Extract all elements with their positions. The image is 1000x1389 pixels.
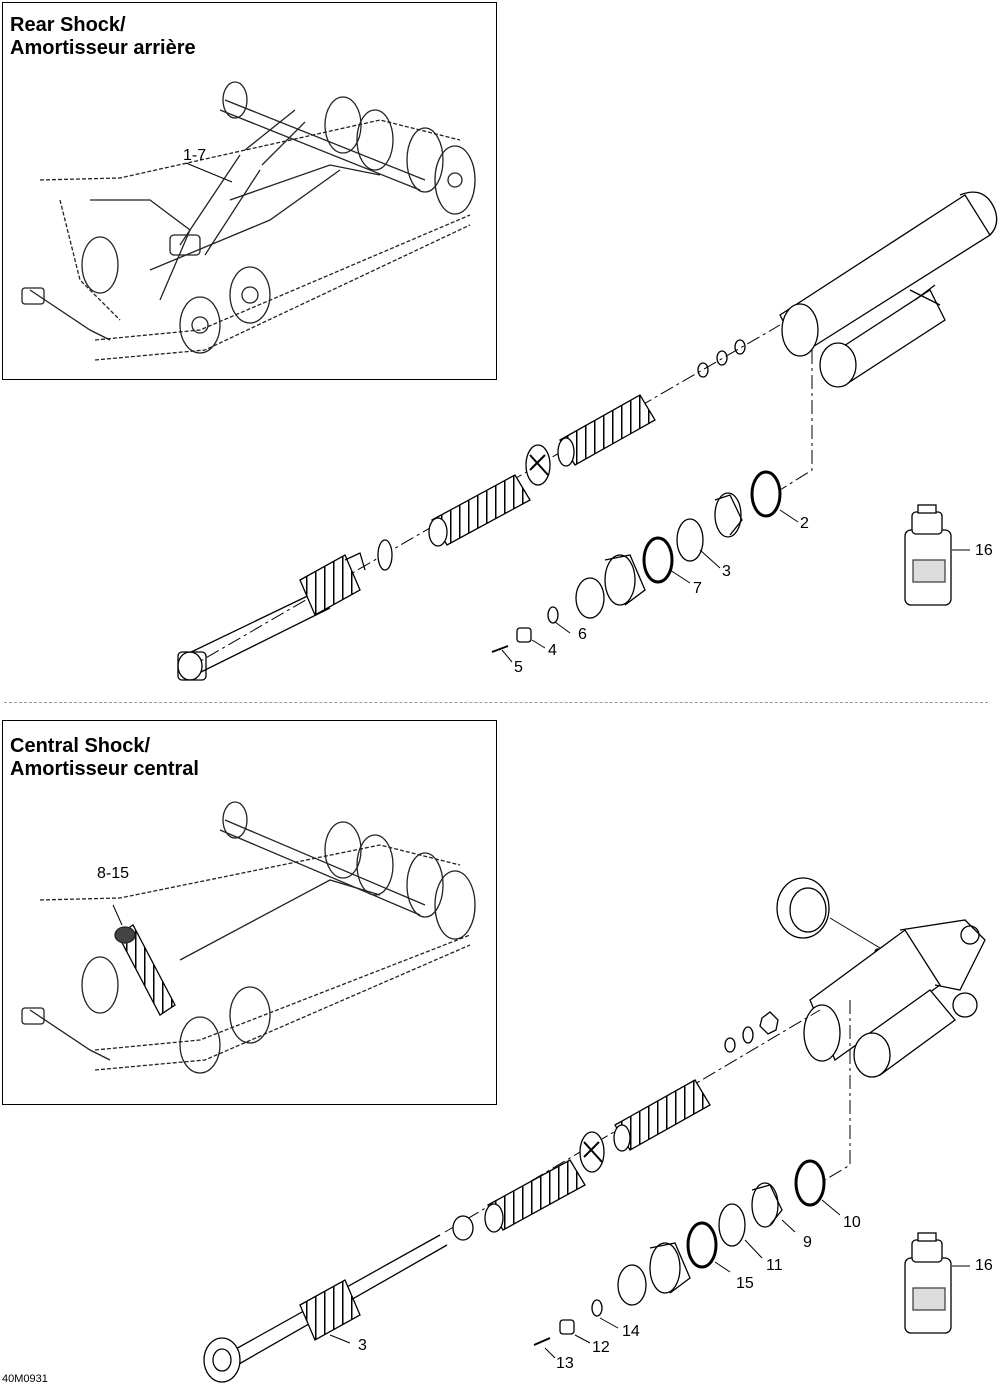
callout-rear-16: 16 [975,542,993,559]
rear-shock-oil-bottle [904,504,970,606]
callout-rear-6: 6 [578,626,587,643]
rear-washer-6 [547,606,559,624]
callout-central-9: 9 [803,1234,812,1251]
rear-title-line-2: Amortisseur arrière [10,37,196,59]
central-oring-15 [686,1221,718,1269]
rear-shock-exploded [177,191,998,681]
rear-suspension-inset-sketch [21,81,476,361]
callout-rear-7: 7 [693,580,702,597]
central-valve-stack-upper [613,1079,711,1152]
callout-central-12: 12 [592,1339,610,1356]
central-shock-oil-bottle [904,1232,970,1334]
rear-valve-stack-upper [557,394,656,467]
callout-rear-5: 5 [514,659,523,676]
callout-central-10: 10 [843,1214,861,1231]
rear-oring-2 [750,470,782,518]
central-oring-10 [794,1159,826,1207]
rear-screw-5 [491,645,509,653]
callout-rear-3: 3 [722,563,731,580]
central-reservoir-cap [776,877,882,956]
rear-backup-ring-3 [676,518,704,562]
rear-piston [525,444,551,486]
central-title-line-2: Amortisseur central [10,758,199,780]
callout-central-14: 14 [622,1323,640,1340]
central-shock-body [803,919,986,1078]
rear-seal-head [604,554,646,606]
rear-title-line-1: Rear Shock/ [10,14,126,36]
callout-central-11: 11 [766,1257,783,1274]
callout-central-15: 15 [736,1275,754,1292]
central-valve-stack-lower [484,1159,586,1233]
rear-oring-7 [642,536,674,584]
central-screw-13 [533,1337,551,1346]
rear-shaft-eyelet [177,552,366,681]
callout-central-16: 16 [975,1257,993,1274]
drawing-code: 40M0931 [2,1373,48,1385]
central-inset-frame [2,720,497,1105]
rear-shim [575,577,605,619]
callout-rear-1-7: 1-7 [183,147,207,164]
rear-valve-stack-lower [428,474,531,547]
central-seal-head [649,1242,691,1294]
callout-rear-4: 4 [548,642,557,659]
callout-central-8-15: 8-15 [97,865,130,882]
central-piston [579,1131,605,1173]
central-title-line-1: Central Shock/ [10,735,151,757]
central-nut-12 [559,1319,575,1335]
rear-inset-frame [2,2,497,380]
rear-nut-4 [516,627,532,643]
central-washer-14 [591,1299,603,1317]
callout-central-13: 13 [556,1355,574,1372]
central-bearing-cap-9 [751,1182,783,1228]
central-shock-exploded [203,877,986,1383]
section-divider [4,702,988,703]
callout-rear-2: 2 [800,515,809,532]
central-shaft-eyelet [203,1234,448,1383]
central-suspension-inset-sketch [21,801,476,1074]
rear-shock-body [779,191,998,388]
central-backup-ring-11 [718,1203,746,1247]
rear-bearing-cap [714,492,743,538]
callout-central-3: 3 [358,1337,367,1354]
